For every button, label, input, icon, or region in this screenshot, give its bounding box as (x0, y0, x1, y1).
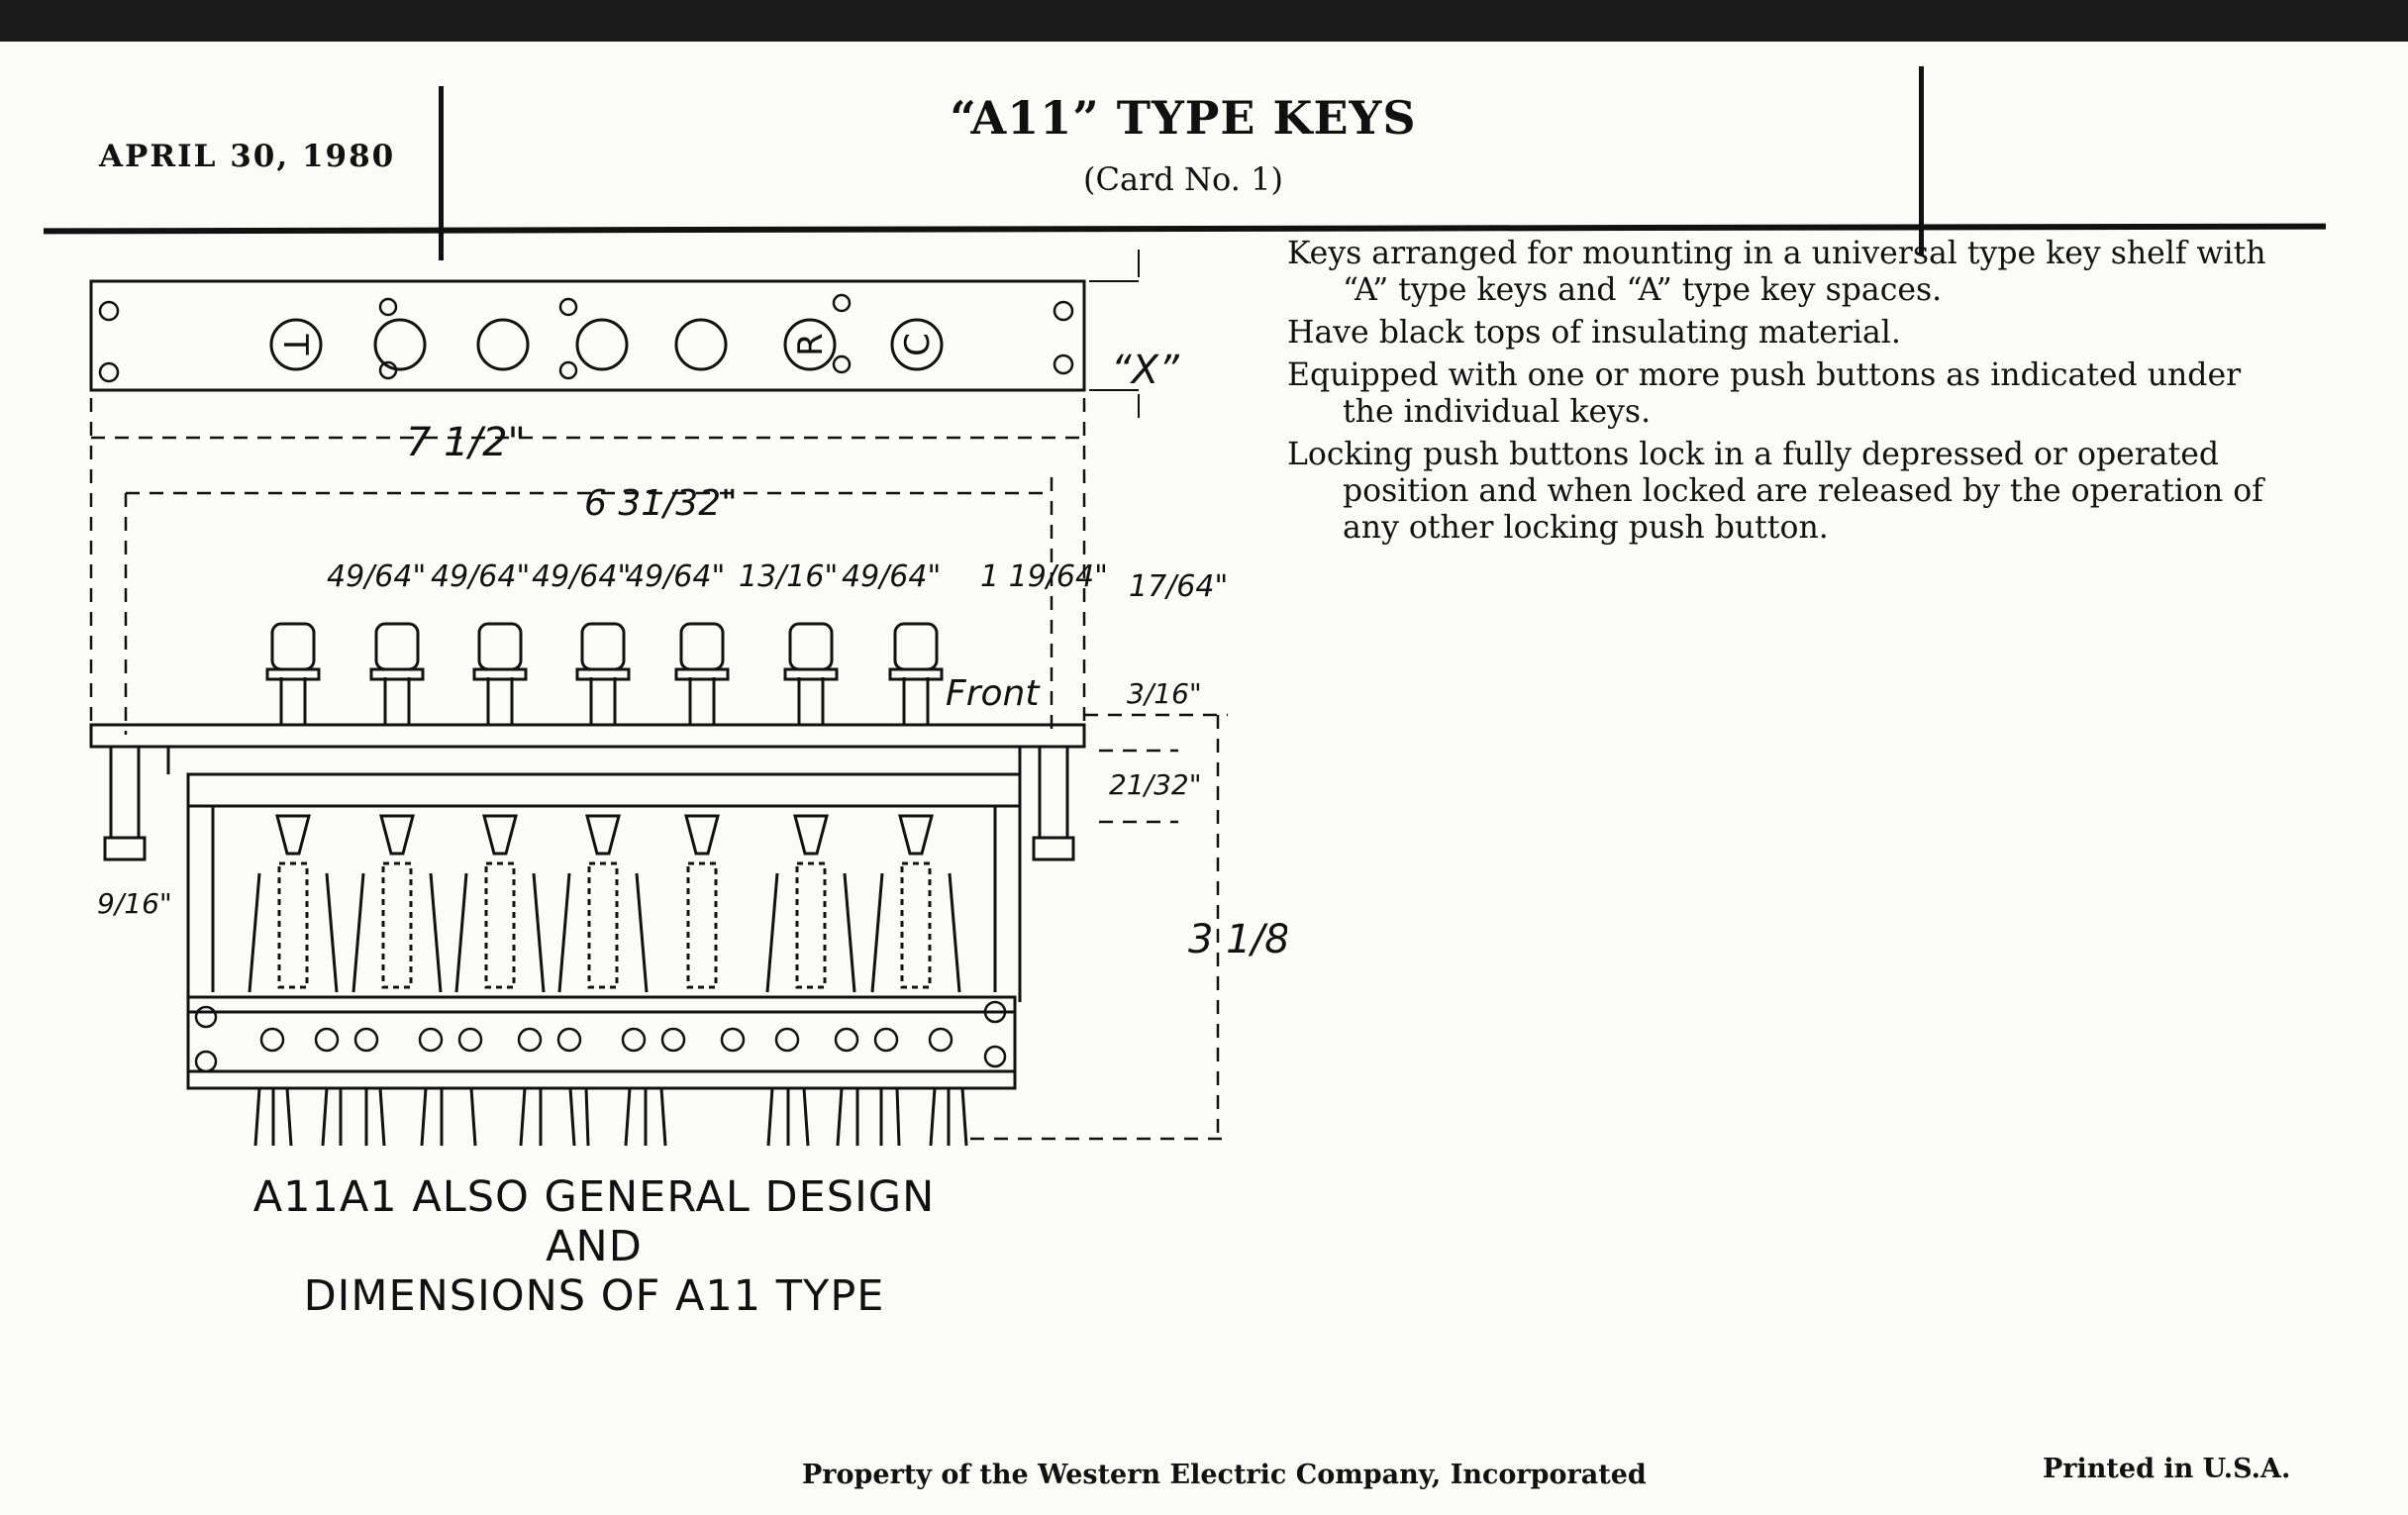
header-divider-right (1919, 66, 1924, 254)
dim-plate-depth: 21/32" (1109, 768, 1202, 801)
dim-spacing-1: 49/64" (327, 559, 426, 594)
button-letter-r: R (791, 333, 831, 356)
key-plungers (248, 622, 961, 993)
description-line-2: Have black tops of insulating material. (1287, 315, 1901, 351)
dim-right-offset: 17/64" (1129, 569, 1228, 604)
header-divider-left (439, 86, 444, 260)
terminal-screws (194, 1000, 1007, 1073)
page-title: “A11” TYPE KEYS (950, 91, 1417, 145)
footer-property: Property of the Western Electric Company… (802, 1460, 1647, 1490)
caption-line-2: DIMENSIONS OF A11 TYPE (303, 1271, 885, 1321)
caption-line-1: A11A1 ALSO GENERAL DESIGN AND (252, 1172, 936, 1271)
drawing-caption: A11A1 ALSO GENERAL DESIGN AND DIMENSIONS… (238, 1172, 951, 1321)
dim-spacing-5: 13/16" (739, 559, 838, 594)
card-date: APRIL 30, 1980 (99, 139, 396, 174)
plunger-1 (248, 622, 339, 993)
terminal-leads (253, 1087, 968, 1147)
plunger-4 (557, 622, 649, 993)
button-letter-t: T (275, 334, 315, 355)
plunger-7 (870, 622, 961, 993)
description: Keys arranged for mounting in a universa… (1287, 236, 2287, 553)
button-letter-c: C (898, 333, 938, 356)
description-line-3: Equipped with one or more push buttons a… (1287, 357, 2242, 430)
card-number: (Card No. 1) (1083, 160, 1283, 198)
mounting-plate (89, 723, 1086, 749)
dim-spacing-3: 49/64" (532, 559, 631, 594)
dim-spacing-2: 49/64" (431, 559, 530, 594)
dim-stud-width: 9/16" (97, 887, 172, 920)
dim-spacing-4: 49/64" (626, 559, 725, 594)
dim-end-offset: 1 19/64" (980, 559, 1108, 594)
dim-spacing-6: 49/64" (842, 559, 941, 594)
spec-card: APRIL 30, 1980 “A11” TYPE KEYS (Card No.… (0, 42, 2408, 1515)
dim-height: 3 1/8" (1188, 917, 1287, 962)
description-line-4: Locking push buttons lock in a fully dep… (1287, 437, 2263, 546)
faceplate-top-view (89, 279, 1086, 392)
push-button-positions (269, 318, 944, 371)
plunger-2 (351, 622, 443, 993)
dim-overall-width: 7 1/2" (406, 420, 526, 465)
dim-button-span: 6 31/32" (584, 483, 738, 524)
key-assembly-drawing: T R C “X” 7 1/2" 6 31/32" 49/64" 49/64" … (89, 250, 1287, 1147)
footer-printed: Printed in U.S.A. (2043, 1454, 2291, 1484)
plunger-3 (454, 622, 546, 993)
plunger-6 (765, 622, 856, 993)
key-frame (186, 772, 1022, 808)
terminal-strip (186, 995, 1017, 1090)
dim-plate-thickness: 3/16" (1127, 677, 1202, 710)
faceplate-screws (98, 293, 1074, 383)
dim-x: “X” (1111, 348, 1179, 393)
plunger-5 (674, 622, 730, 989)
description-line-1: Keys arranged for mounting in a universa… (1287, 236, 2266, 308)
front-label: Front (946, 673, 1041, 714)
